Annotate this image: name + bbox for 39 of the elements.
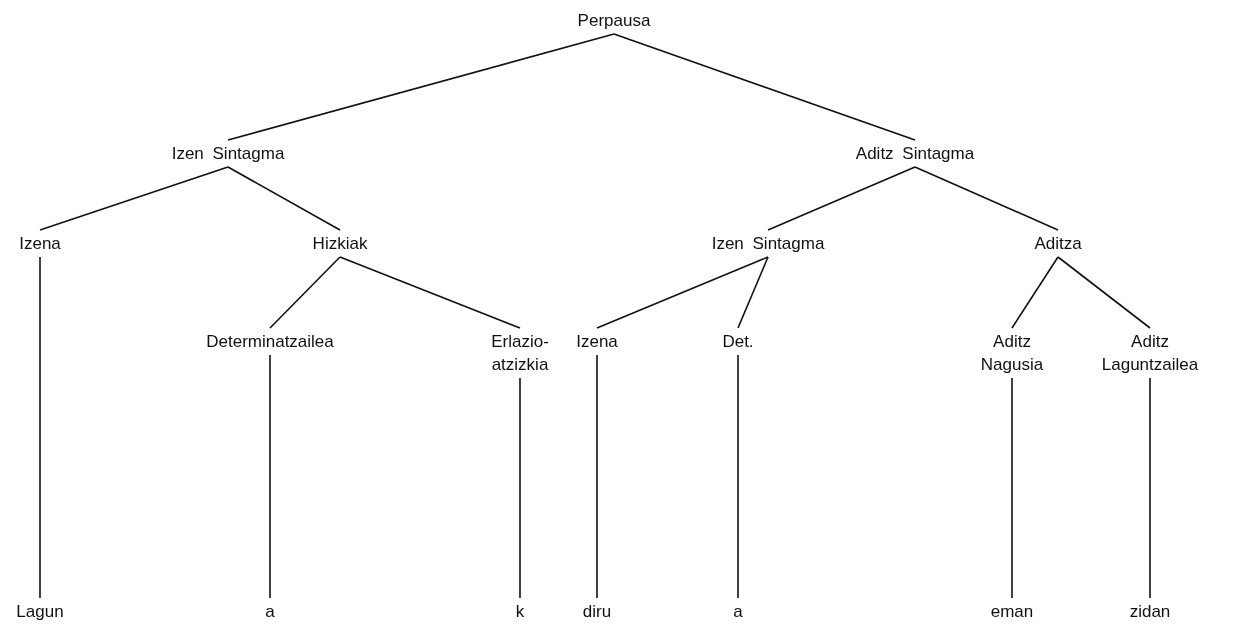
branch-line bbox=[1011, 377, 1013, 599]
branch-line bbox=[1149, 377, 1151, 599]
category-label: Izen Sintagma bbox=[711, 232, 825, 255]
word-label: diru bbox=[582, 600, 612, 623]
category-label: Izena bbox=[576, 330, 618, 353]
branch-line bbox=[596, 256, 769, 329]
category-label: Aditz Sintagma bbox=[855, 142, 975, 165]
branch-line bbox=[227, 166, 341, 231]
category-label: Perpausa bbox=[577, 9, 651, 32]
branch-line bbox=[269, 256, 341, 329]
branch-line bbox=[1011, 256, 1059, 329]
category-label: Determinatzailea bbox=[206, 330, 334, 353]
branch-line bbox=[737, 354, 739, 599]
category-label: Izen Sintagma bbox=[171, 142, 285, 165]
category-label: Izena bbox=[19, 232, 61, 255]
word-label: a bbox=[265, 600, 275, 623]
word-label: Lagun bbox=[16, 600, 64, 623]
branch-line bbox=[227, 33, 615, 141]
category-label: Aditz Laguntzailea bbox=[1090, 330, 1210, 376]
branch-line bbox=[39, 166, 229, 231]
branch-line bbox=[339, 256, 521, 329]
branch-line bbox=[767, 166, 916, 231]
word-label: a bbox=[733, 600, 743, 623]
word-label: eman bbox=[990, 600, 1034, 623]
branch-line bbox=[914, 166, 1059, 231]
branch-line bbox=[613, 33, 916, 141]
branch-line bbox=[1057, 256, 1151, 329]
category-label: Aditza bbox=[1034, 232, 1082, 255]
branch-line bbox=[39, 256, 41, 599]
branch-line bbox=[596, 354, 598, 599]
category-label: Det. bbox=[722, 330, 754, 353]
branch-line bbox=[519, 377, 521, 599]
word-label: zidan bbox=[1129, 600, 1171, 623]
branch-line bbox=[737, 256, 769, 329]
category-label: Erlazio- atzizkia bbox=[480, 330, 560, 376]
category-label: Aditz Nagusia bbox=[972, 330, 1052, 376]
word-label: k bbox=[515, 600, 525, 623]
category-label: Hizkiak bbox=[312, 232, 368, 255]
branch-line bbox=[269, 354, 271, 599]
